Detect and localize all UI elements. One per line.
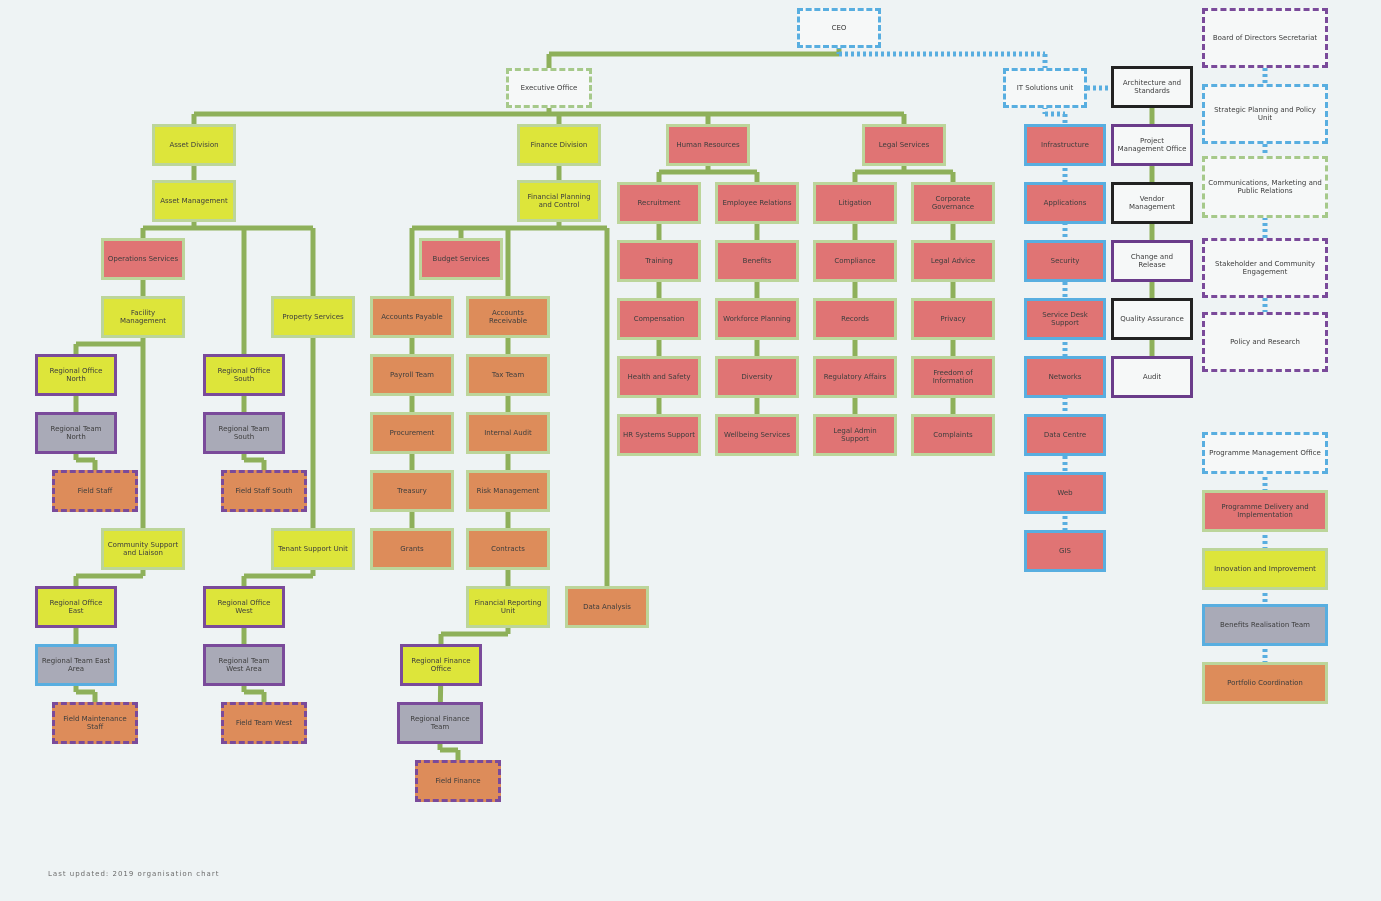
org-node-d3: Corporate Governance: [911, 182, 995, 224]
org-node-d7: Privacy: [911, 298, 995, 340]
org-node-b9: Internal Audit: [466, 412, 550, 454]
org-node-f5: Quality Assurance: [1111, 298, 1193, 340]
org-node-d8: Regulatory Affairs: [813, 356, 897, 398]
org-node-b15: Data Analysis: [565, 586, 649, 628]
org-node-a19: Field Team West: [221, 702, 307, 744]
org-node-g4: Stakeholder and Community Engagement: [1202, 238, 1328, 298]
org-node-h3: Innovation and Improvement: [1202, 548, 1328, 590]
org-node-g3: Communications, Marketing and Public Rel…: [1202, 156, 1328, 218]
org-node-a3: Operations Services: [101, 238, 185, 280]
org-node-f1: Architecture and Standards: [1111, 66, 1193, 108]
org-node-c5: Benefits: [715, 240, 799, 282]
org-node-b18: Field Finance: [415, 760, 501, 802]
org-node-a13: Tenant Support Unit: [271, 528, 355, 570]
org-node-c8: Health and Safety: [617, 356, 701, 398]
org-node-c10: HR Systems Support: [617, 414, 701, 456]
org-node-b6: Payroll Team: [370, 354, 454, 396]
org-node-a4: Facility Management: [101, 296, 185, 338]
org-node-c9: Diversity: [715, 356, 799, 398]
org-node-d1: Legal Services: [862, 124, 946, 166]
org-node-b8: Procurement: [370, 412, 454, 454]
org-node-e2: Applications: [1024, 182, 1106, 224]
org-node-it_dir: IT Solutions unit: [1003, 68, 1087, 108]
org-node-d9: Freedom of Information: [911, 356, 995, 398]
org-node-b7: Tax Team: [466, 354, 550, 396]
org-node-b4: Accounts Payable: [370, 296, 454, 338]
org-node-a5: Property Services: [271, 296, 355, 338]
org-node-a8: Field Staff: [52, 470, 138, 512]
org-node-e5: Networks: [1024, 356, 1106, 398]
org-node-d5: Legal Advice: [911, 240, 995, 282]
org-node-a17: Regional Office West: [203, 586, 285, 628]
org-node-a18: Regional Team West Area: [203, 644, 285, 686]
org-node-c2: Recruitment: [617, 182, 701, 224]
org-node-e4: Service Desk Support: [1024, 298, 1106, 340]
org-node-a15: Regional Team East Area: [35, 644, 117, 686]
org-node-c6: Compensation: [617, 298, 701, 340]
org-node-c3: Employee Relations: [715, 182, 799, 224]
org-node-g5: Policy and Research: [1202, 312, 1328, 372]
org-node-b16: Regional Finance Office: [400, 644, 482, 686]
org-node-a7: Regional Team North: [35, 412, 117, 454]
org-node-a1: Asset Division: [152, 124, 236, 166]
org-node-e8: GIS: [1024, 530, 1106, 572]
org-node-f2: Project Management Office: [1111, 124, 1193, 166]
org-node-h4: Benefits Realisation Team: [1202, 604, 1328, 646]
org-node-d2: Litigation: [813, 182, 897, 224]
org-node-a6: Regional Office North: [35, 354, 117, 396]
org-node-b2: Financial Planning and Control: [517, 180, 601, 222]
org-node-a12: Community Support and Liaison: [101, 528, 185, 570]
org-node-g1: Board of Directors Secretariat: [1202, 8, 1328, 68]
org-node-a9: Regional Office South: [203, 354, 285, 396]
org-node-e7: Web: [1024, 472, 1106, 514]
org-node-b14: Financial Reporting Unit: [466, 586, 550, 628]
org-node-c1: Human Resources: [666, 124, 750, 166]
org-node-e6: Data Centre: [1024, 414, 1106, 456]
org-node-ceo: CEO: [797, 8, 881, 48]
org-node-e1: Infrastructure: [1024, 124, 1106, 166]
chart-footer: Last updated: 2019 organisation chart: [48, 870, 220, 878]
org-node-f3: Vendor Management: [1111, 182, 1193, 224]
org-node-h2: Programme Delivery and Implementation: [1202, 490, 1328, 532]
org-node-d4: Compliance: [813, 240, 897, 282]
org-node-b3: Budget Services: [419, 238, 503, 280]
org-node-c4: Training: [617, 240, 701, 282]
org-node-a11: Field Staff South: [221, 470, 307, 512]
org-node-b11: Risk Management: [466, 470, 550, 512]
org-node-d6: Records: [813, 298, 897, 340]
org-node-b5: Accounts Receivable: [466, 296, 550, 338]
org-node-d10: Legal Admin Support: [813, 414, 897, 456]
org-node-c7: Workforce Planning: [715, 298, 799, 340]
org-node-c11: Wellbeing Services: [715, 414, 799, 456]
org-node-a14: Regional Office East: [35, 586, 117, 628]
org-node-a16: Field Maintenance Staff: [52, 702, 138, 744]
org-node-g2: Strategic Planning and Policy Unit: [1202, 84, 1328, 144]
org-node-f6: Audit: [1111, 356, 1193, 398]
org-node-b17: Regional Finance Team: [397, 702, 483, 744]
org-node-a10: Regional Team South: [203, 412, 285, 454]
org-node-d11: Complaints: [911, 414, 995, 456]
org-node-b13: Contracts: [466, 528, 550, 570]
org-node-b12: Grants: [370, 528, 454, 570]
org-node-f4: Change and Release: [1111, 240, 1193, 282]
org-node-b10: Treasury: [370, 470, 454, 512]
org-node-e3: Security: [1024, 240, 1106, 282]
org-node-b1: Finance Division: [517, 124, 601, 166]
org-node-a2: Asset Management: [152, 180, 236, 222]
org-node-h1: Programme Management Office: [1202, 432, 1328, 474]
org-node-mgmt: Executive Office: [506, 68, 592, 108]
org-node-h5: Portfolio Coordination: [1202, 662, 1328, 704]
